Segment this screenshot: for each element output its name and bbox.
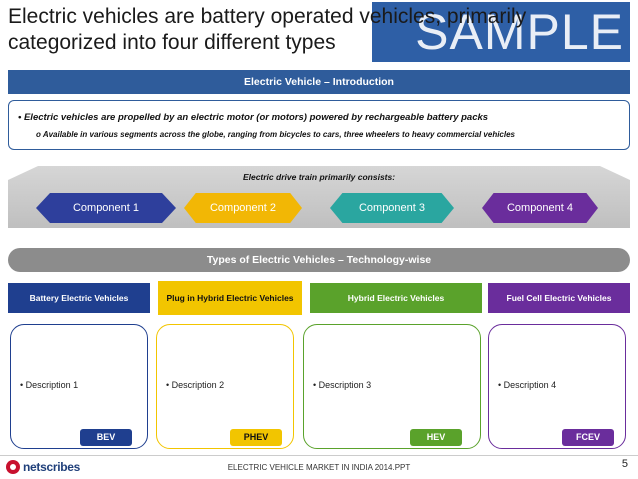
intro-box [8,100,630,150]
intro-header: Electric Vehicle – Introduction [8,70,630,94]
intro-sub-bullet: o Available in various segments across t… [36,130,515,139]
type-heading-phev: Plug in Hybrid Electric Vehicles [158,281,302,315]
logo-text: netscribes [23,460,81,474]
type-box-phev [156,324,294,449]
intro-bullet: • Electric vehicles are propelled by an … [18,112,489,123]
page-number: 5 [621,458,628,470]
badge-phev: PHEV [230,429,282,446]
slide-title: Electric vehicles are battery operated v… [8,5,527,54]
component-1: Component 1 [36,193,176,223]
badge-fcev: FCEV [562,429,614,446]
logo-icon [6,460,20,474]
drive-train-label: Electric drive train primarily consists: [242,172,396,182]
type-box-fcev [488,324,626,449]
component-2: Component 2 [184,193,302,223]
badge-hev: HEV [410,429,462,446]
types-header: Types of Electric Vehicles – Technology-… [8,248,630,272]
sample-watermark: SAMPLE [372,2,630,62]
component-4: Component 4 [482,193,598,223]
type-heading-fcev: Fuel Cell Electric Vehicles [488,283,630,313]
footer-text: ELECTRIC VEHICLE MARKET IN INDIA 2014.PP… [227,463,411,472]
type-heading-hev: Hybrid Electric Vehicles [310,283,482,313]
badge-bev: BEV [80,429,132,446]
type-description-hev: • Description 3 [313,380,372,390]
component-3: Component 3 [330,193,454,223]
footer-divider [0,455,638,456]
type-description-phev: • Description 2 [166,380,225,390]
type-box-hev [303,324,481,449]
netscribes-logo: netscribes [6,458,80,476]
type-description-fcev: • Description 4 [498,380,557,390]
type-heading-bev: Battery Electric Vehicles [8,283,150,313]
type-box-bev [10,324,148,449]
type-description-bev: • Description 1 [20,380,79,390]
